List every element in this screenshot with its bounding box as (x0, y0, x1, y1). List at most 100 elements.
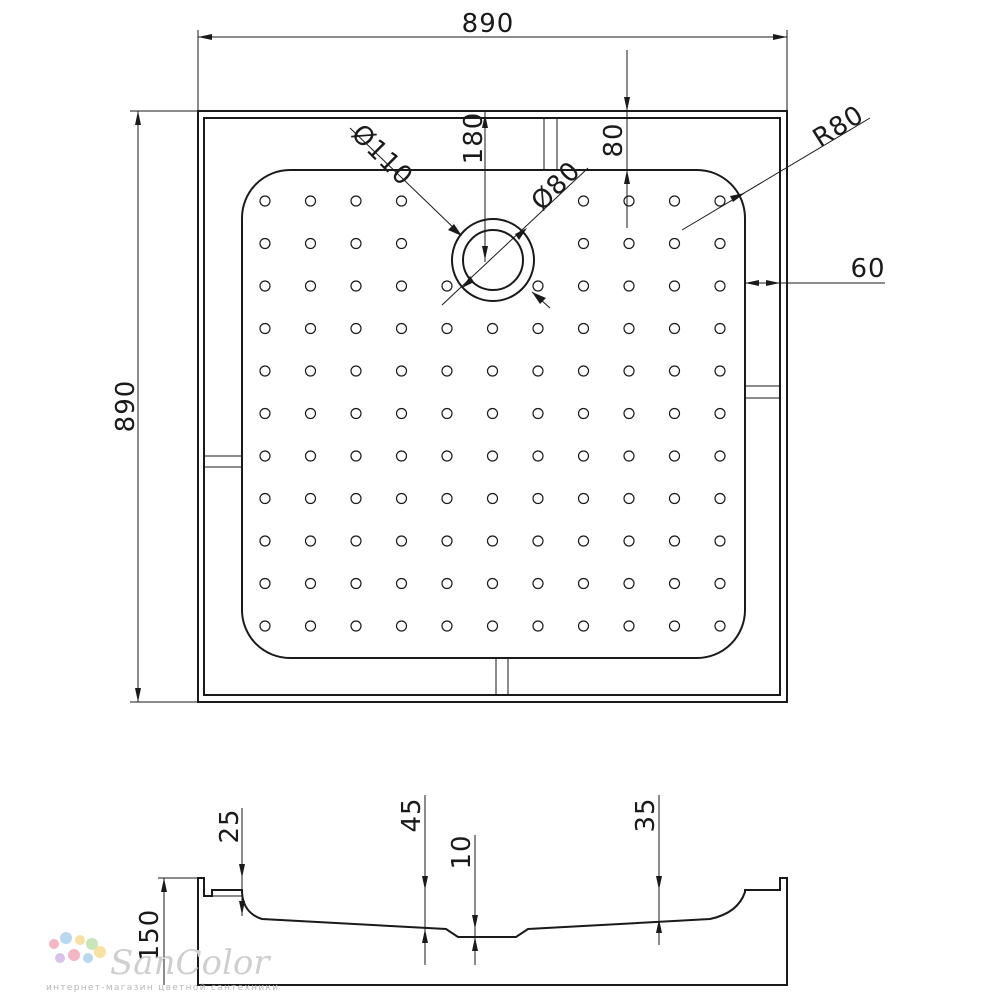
dim-rim-offset: 25 (215, 808, 245, 916)
anti-slip-dot (441, 280, 453, 292)
anti-slip-dot (486, 620, 499, 632)
anti-slip-dot (668, 492, 681, 505)
anti-slip-dot (623, 322, 635, 335)
anti-slip-dot (304, 195, 317, 207)
dim-depth-left-label: 45 (397, 797, 427, 832)
anti-slip-dot (304, 620, 317, 632)
dim-outlet-offset-label: 180 (459, 112, 489, 165)
dim-depth-right: 35 (631, 795, 662, 945)
anti-slip-dot (395, 450, 408, 462)
dim-side-height: 890 (111, 110, 198, 703)
anti-slip-dot (350, 237, 362, 250)
anti-slip-dot (486, 577, 499, 590)
dim-corner-gap-label: 80 (599, 122, 629, 157)
tray-rim-inner-outline (203, 117, 781, 696)
anti-slip-dot (350, 407, 362, 420)
anti-slip-dot (623, 535, 635, 547)
support-ribs (204, 118, 780, 695)
anti-slip-dot (395, 322, 408, 335)
dim-corner-radius: R80 (681, 100, 871, 231)
dim-side-height-label: 890 (111, 380, 141, 433)
anti-slip-dot (441, 620, 453, 632)
anti-slip-dot (304, 365, 317, 377)
anti-slip-dot (259, 195, 271, 207)
anti-slip-dot (577, 407, 590, 420)
anti-slip-dot (350, 535, 362, 547)
watermark-tagline: интернет-магазин цветной сантехники (46, 983, 279, 993)
tray-profile-outline (197, 877, 788, 986)
logo-dot (68, 949, 80, 961)
anti-slip-dot (668, 322, 681, 335)
anti-slip-dot (259, 450, 271, 462)
dim-corner-gap: 80 (599, 50, 630, 228)
anti-slip-dot (714, 365, 726, 377)
anti-slip-dot (623, 195, 635, 207)
anti-slip-dot (714, 407, 726, 420)
anti-slip-dot (259, 322, 271, 335)
anti-slip-dot (668, 280, 681, 292)
dim-outlet-inner-label: Ø80 (526, 156, 587, 217)
anti-slip-dot (623, 237, 635, 250)
anti-slip-dot (259, 577, 271, 590)
anti-slip-dot (714, 322, 726, 335)
anti-slip-dot (532, 535, 544, 547)
anti-slip-dot (486, 450, 499, 462)
logo-dot (83, 953, 93, 963)
anti-slip-dot (577, 577, 590, 590)
anti-slip-dot (623, 577, 635, 590)
anti-slip-dot (441, 365, 453, 377)
anti-slip-dot (304, 280, 317, 292)
dim-depth-left: 45 (397, 795, 428, 965)
anti-slip-dot (486, 322, 499, 335)
logo-dot (60, 932, 72, 944)
anti-slip-dot (668, 535, 681, 547)
anti-slip-dot (395, 195, 408, 207)
anti-slip-dot (350, 322, 362, 335)
anti-slip-dot (350, 365, 362, 377)
anti-slip-dot (304, 577, 317, 590)
tray-basin-outline (241, 169, 746, 659)
anti-slip-dot (441, 577, 453, 590)
anti-slip-dot (395, 492, 408, 505)
anti-slip-dot (441, 407, 453, 420)
anti-slip-dot (532, 322, 544, 335)
sancolor-watermark: SanColor интернет-магазин цветной сантех… (46, 932, 279, 993)
anti-slip-dot (577, 535, 590, 547)
anti-slip-dot (395, 620, 408, 632)
anti-slip-dot (668, 450, 681, 462)
anti-slip-dot (304, 322, 317, 335)
anti-slip-dot (532, 577, 544, 590)
dim-total-height-label: 150 (135, 909, 165, 962)
anti-slip-dot (623, 365, 635, 377)
anti-slip-dot (350, 195, 362, 207)
anti-slip-dot (714, 492, 726, 505)
drain-outlet (451, 218, 535, 302)
anti-slip-dot (304, 450, 317, 462)
anti-slip-dot (259, 280, 271, 292)
dim-corner-radius-label: R80 (808, 100, 870, 154)
anti-slip-dot (577, 620, 590, 632)
drain-outer-ring (451, 218, 535, 302)
anti-slip-dot (532, 365, 544, 377)
anti-slip-dot (304, 492, 317, 505)
logo-dot (75, 935, 85, 945)
anti-slip-dot (714, 280, 726, 292)
anti-slip-dot (259, 237, 271, 250)
anti-slip-dot (259, 407, 271, 420)
watermark-name: SanColor (110, 943, 271, 983)
anti-slip-dot (395, 237, 408, 250)
anti-slip-dot (486, 535, 499, 547)
anti-slip-dot (577, 492, 590, 505)
dim-rim-width-label: 60 (850, 254, 885, 284)
anti-slip-dot (395, 535, 408, 547)
anti-slip-dot (577, 195, 590, 207)
anti-slip-dot (441, 322, 453, 335)
anti-slip-dot (577, 322, 590, 335)
anti-slip-dot (259, 620, 271, 632)
anti-slip-dot (668, 620, 681, 632)
dim-outlet-offset: 180 (459, 112, 489, 262)
anti-slip-dot (395, 407, 408, 420)
dim-total-height: 150 (135, 877, 198, 985)
anti-slip-dot (714, 450, 726, 462)
